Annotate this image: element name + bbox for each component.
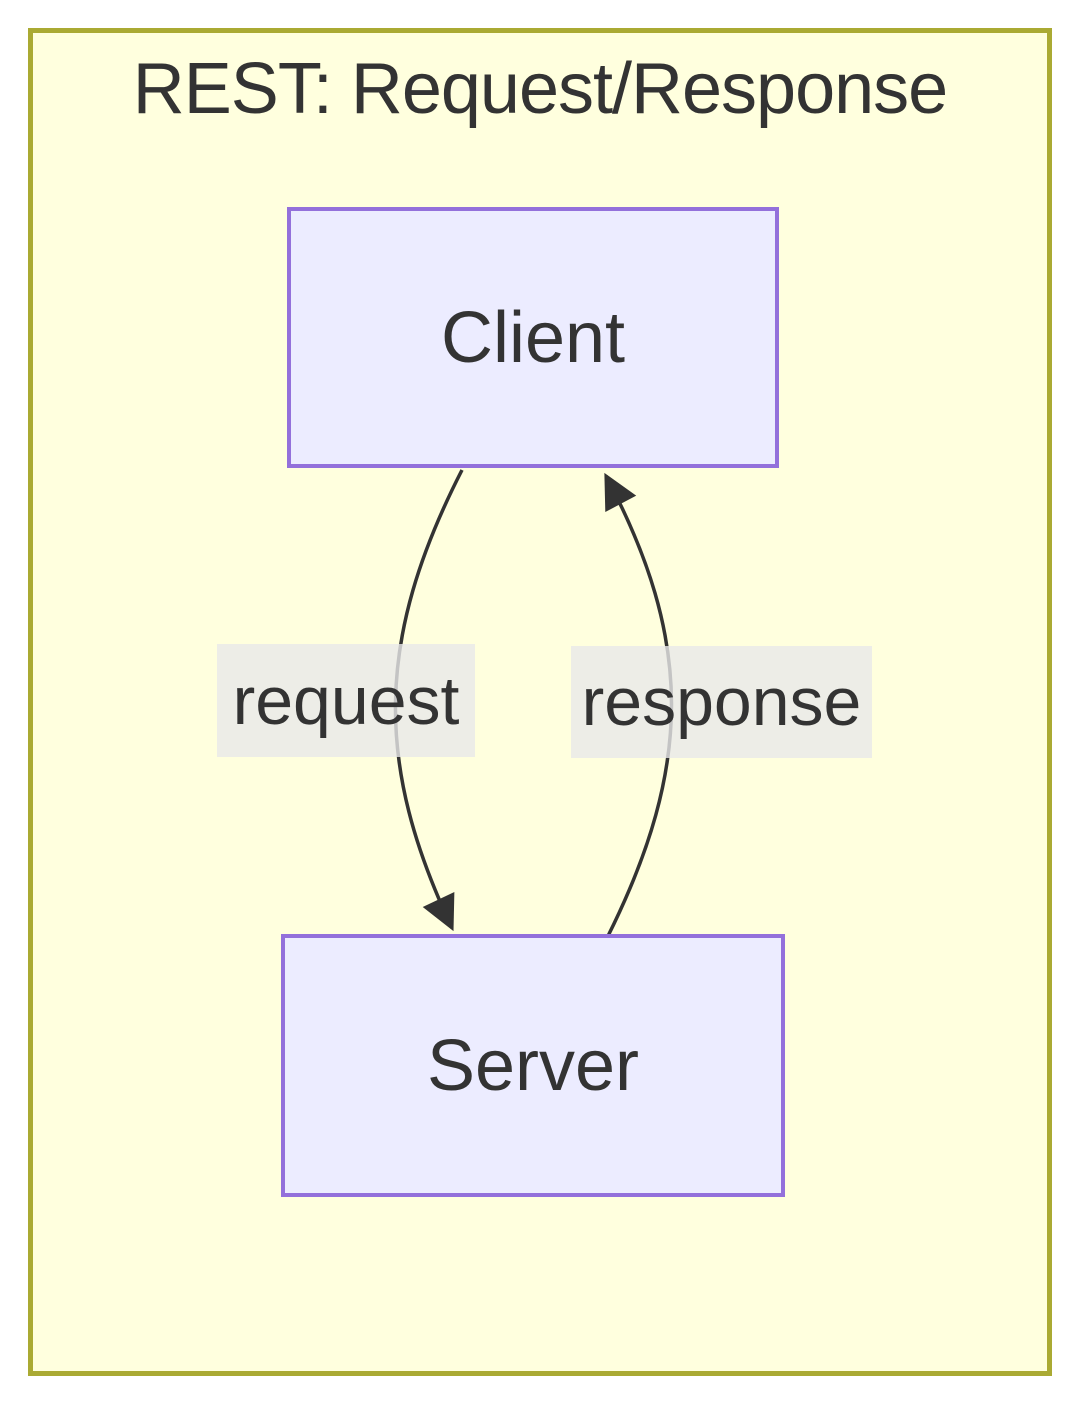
node-server-label: Server [426,1025,640,1106]
edge-label-response: response [571,646,872,758]
node-client: Client [287,207,779,468]
diagram-title: REST: Request/Response [132,49,948,129]
node-server: Server [281,934,785,1197]
node-client-label: Client [440,297,626,378]
edge-label-request: request [217,644,475,757]
